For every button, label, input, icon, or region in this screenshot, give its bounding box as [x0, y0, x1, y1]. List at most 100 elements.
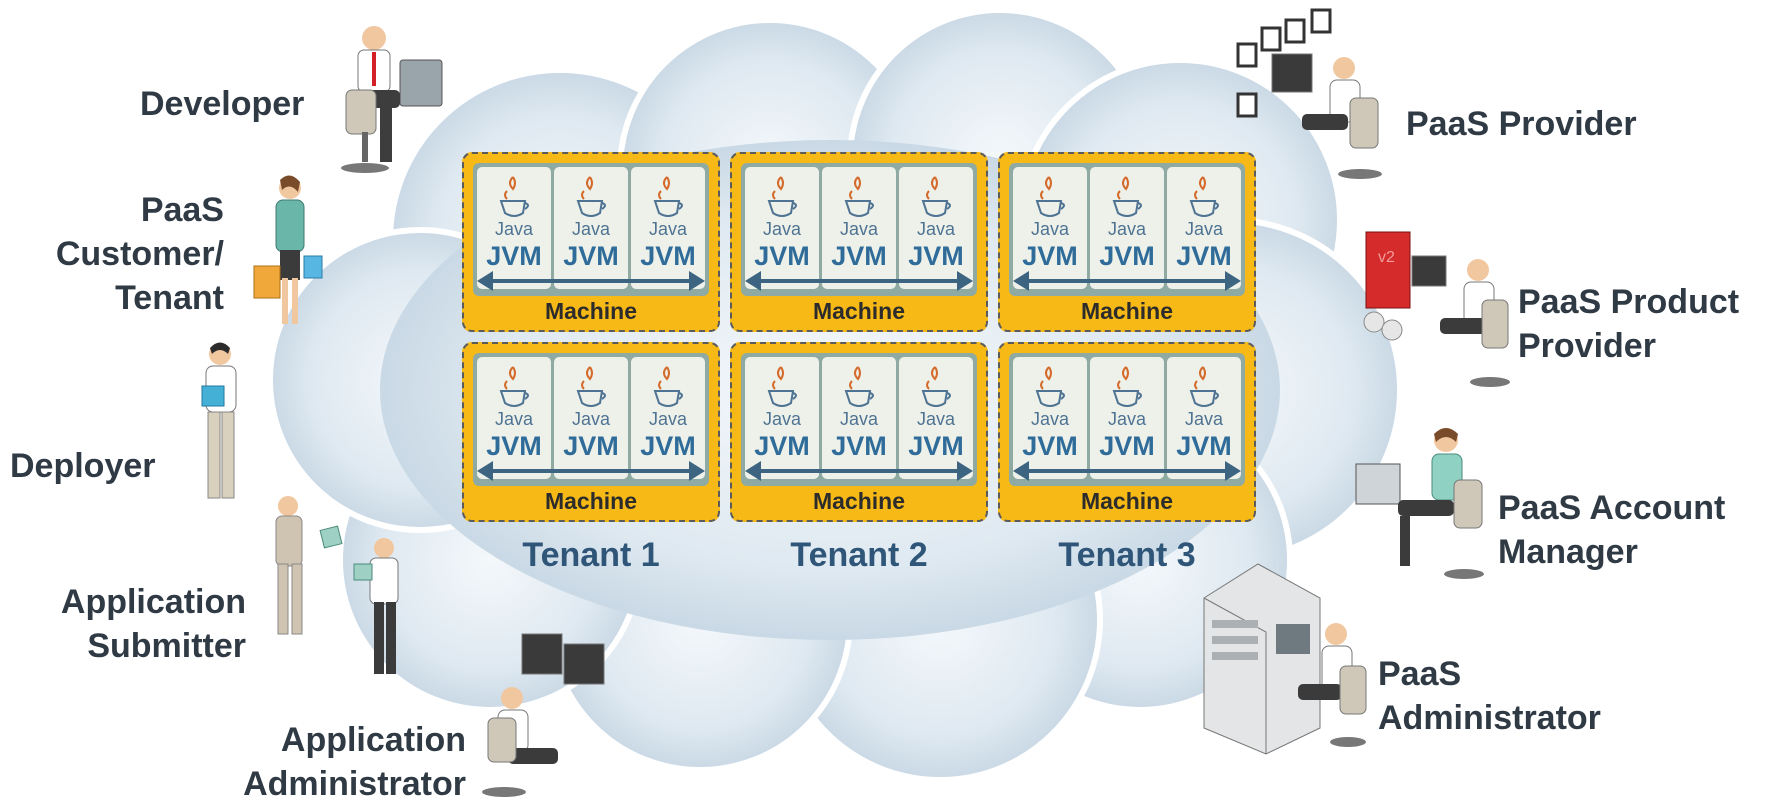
jvm-box: Java JVM [822, 357, 896, 479]
java-text: Java [1030, 409, 1070, 429]
deployer-person-icon [201, 342, 237, 499]
machine-label: Machine [812, 488, 906, 514]
java-cup-icon [921, 176, 951, 217]
tenant-1-label: Tenant 1 [522, 536, 660, 574]
java-text: Java [762, 409, 802, 429]
jvm-box: Java JVM [899, 357, 973, 479]
java-cup-icon [1112, 176, 1142, 217]
tenant-grid: Java JVM Java JVM Java JVM Mach [462, 152, 1257, 524]
jvm-box: Java JVM [899, 167, 973, 289]
jvm-text: JVM [1099, 241, 1155, 271]
java-cup-icon [921, 366, 951, 407]
jvm-text: JVM [1176, 241, 1232, 271]
java-cup-icon [1112, 366, 1142, 407]
developer-person-icon [341, 26, 443, 173]
role-application-administrator: Application Administrator [243, 721, 466, 803]
role-developer: Developer [140, 85, 305, 123]
java-text: Java [762, 219, 802, 239]
java-cup-icon [653, 176, 683, 217]
java-cup-icon [844, 176, 874, 217]
java-text: Java [494, 409, 534, 429]
jvm-text: JVM [486, 241, 542, 271]
java-cup-icon [653, 366, 683, 407]
jvm-text: JVM [1022, 431, 1078, 461]
double-arrow-icon [477, 271, 705, 291]
machine-jvm-group: Java JVM Java JVM Java JVM [473, 353, 709, 486]
jvm-box: Java JVM [745, 357, 819, 479]
java-text: Java [839, 409, 879, 429]
tenant-3-label: Tenant 3 [1058, 536, 1196, 574]
java-cup-icon [499, 176, 529, 217]
role-paas-product-provider: PaaS Product Provider [1518, 283, 1740, 365]
jvm-text: JVM [1176, 431, 1232, 461]
java-text: Java [1184, 219, 1224, 239]
machine-jvm-group: Java JVM Java JVM Java JVM [1009, 353, 1245, 486]
java-cup-icon [844, 366, 874, 407]
java-cup-icon [767, 366, 797, 407]
java-cup-icon [499, 366, 529, 407]
java-text: Java [1184, 409, 1224, 429]
java-text: Java [494, 219, 534, 239]
jvm-box: Java JVM [1090, 167, 1164, 289]
java-text: Java [648, 219, 688, 239]
role-paas-customer-tenant: PaaS Customer/ Tenant [55, 191, 224, 317]
machine-jvm-group: Java JVM Java JVM Java JVM [741, 353, 977, 486]
java-text: Java [916, 219, 956, 239]
application-administrator-person-icon [482, 633, 605, 797]
java-text: Java [571, 409, 611, 429]
jvm-text: JVM [754, 431, 810, 461]
jvm-text: JVM [486, 431, 542, 461]
java-cup-icon [1035, 176, 1065, 217]
java-cup-icon [1189, 366, 1219, 407]
jvm-box: Java JVM [1090, 357, 1164, 479]
jvm-box: Java JVM [554, 167, 628, 289]
jvm-text: JVM [563, 241, 619, 271]
java-text: Java [571, 219, 611, 239]
paas-product-provider-person-icon: v2 [1363, 231, 1510, 387]
double-arrow-icon [1013, 271, 1241, 291]
jvm-text: JVM [640, 241, 696, 271]
machine: Java JVM Java JVM Java JVM Mach [730, 342, 988, 522]
machine-label: Machine [544, 488, 638, 514]
java-cup-icon [1035, 366, 1065, 407]
jvm-text: JVM [1022, 241, 1078, 271]
jvm-box: Java JVM [554, 357, 628, 479]
role-deployer: Deployer [10, 447, 156, 485]
double-arrow-icon [745, 271, 973, 291]
java-cup-icon [576, 176, 606, 217]
java-cup-icon [767, 176, 797, 217]
role-paas-account-manager: PaaS Account Manager [1498, 489, 1726, 571]
jvm-box: Java JVM [822, 167, 896, 289]
role-application-submitter: Application Submitter [60, 583, 246, 665]
machine-label: Machine [812, 298, 906, 324]
java-text: Java [1107, 409, 1147, 429]
double-arrow-icon [745, 461, 973, 481]
jvm-text: JVM [563, 431, 619, 461]
jvm-text: JVM [831, 241, 887, 271]
paas-provider-person-icon [1236, 8, 1382, 179]
jvm-text: JVM [640, 431, 696, 461]
machine: Java JVM Java JVM Java JVM Mach [998, 152, 1256, 332]
jvm-box: Java JVM [1013, 167, 1087, 289]
machine-jvm-group: Java JVM Java JVM Java JVM [741, 163, 977, 296]
machine: Java JVM Java JVM Java JVM Mach [462, 152, 720, 332]
paas-account-manager-person-icon [1355, 428, 1484, 579]
paas-customer-person-icon [253, 175, 323, 324]
jvm-box: Java JVM [631, 357, 705, 479]
jvm-box: Java JVM [1013, 357, 1087, 479]
machine: Java JVM Java JVM Java JVM Mach [730, 152, 988, 332]
jvm-text: JVM [1099, 431, 1155, 461]
jvm-box: Java JVM [1167, 357, 1241, 479]
machine-jvm-group: Java JVM Java JVM Java JVM [1009, 163, 1245, 296]
tenant-2-label: Tenant 2 [790, 536, 928, 574]
jvm-text: JVM [831, 431, 887, 461]
java-text: Java [648, 409, 688, 429]
svg-text:v2: v2 [1378, 249, 1395, 266]
jvm-box: Java JVM [745, 167, 819, 289]
machine: Java JVM Java JVM Java JVM Mach [462, 342, 720, 522]
jvm-text: JVM [754, 241, 810, 271]
jvm-box: Java JVM [477, 357, 551, 479]
java-cup-icon [1189, 176, 1219, 217]
machine-label: Machine [1080, 298, 1174, 324]
role-paas-administrator: PaaS Administrator [1378, 655, 1601, 737]
